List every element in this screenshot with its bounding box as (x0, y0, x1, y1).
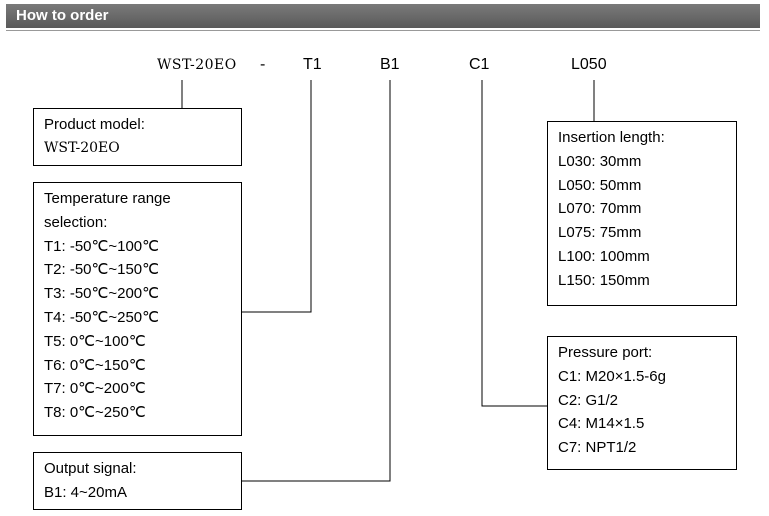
temperature-option: T8: 0℃~250℃ (44, 404, 146, 422)
temperature-option: T6: 0℃~150℃ (44, 356, 146, 374)
section-title: How to order (16, 7, 109, 24)
temperature-option: T4: -50℃~250℃ (44, 308, 159, 326)
connector-port (481, 80, 547, 407)
temperature-option: T3: -50℃~200℃ (44, 285, 159, 303)
code-port: C1 (469, 56, 490, 73)
product-model-box: Product model: WST-20EO (33, 108, 242, 166)
insertion-length-option: L150: 150mm (558, 271, 650, 289)
temperature-title-line1: Temperature range (44, 190, 171, 207)
insertion-length-title: Insertion length: (558, 129, 665, 146)
temperature-option: T2: -50℃~150℃ (44, 261, 159, 279)
pressure-port-option: C7: NPT1/2 (558, 439, 637, 457)
connector-temperature (242, 80, 312, 313)
header-divider (6, 30, 760, 31)
code-model: WST-20EO (157, 57, 237, 73)
code-output: B1 (380, 56, 400, 73)
temperature-title-line2: selection: (44, 213, 108, 231)
product-model-value: WST-20EO (44, 139, 120, 156)
insertion-length-option: L030: 30mm (558, 152, 642, 170)
product-model-title: Product model: (44, 116, 145, 133)
pressure-port-title: Pressure port: (558, 344, 653, 361)
output-signal-option: B1: 4~20mA (44, 483, 127, 501)
temperature-range-box: Temperature range selection: T1: -50℃~10… (33, 182, 242, 436)
output-signal-title: Output signal: (44, 460, 137, 477)
temperature-option: T1: -50℃~100℃ (44, 237, 159, 255)
insertion-length-option: L100: 100mm (558, 247, 650, 265)
output-signal-box: Output signal: B1: 4~20mA (33, 452, 242, 510)
insertion-length-option: L075: 75mm (558, 224, 642, 242)
temperature-option: T5: 0℃~100℃ (44, 332, 146, 350)
code-temperature: T1 (303, 56, 322, 73)
insertion-length-option: L050: 50mm (558, 176, 642, 194)
pressure-port-option: C4: M14×1.5 (558, 415, 645, 433)
connector-output (242, 80, 391, 482)
insertion-length-box: Insertion length: L030: 30mm L050: 50mm … (547, 121, 737, 306)
pressure-port-option: C1: M20×1.5-6g (558, 367, 666, 385)
code-length: L050 (571, 56, 607, 73)
insertion-length-option: L070: 70mm (558, 200, 642, 218)
code-dash: - (260, 56, 266, 73)
pressure-port-option: C2: G1/2 (558, 391, 619, 409)
temperature-option: T7: 0℃~200℃ (44, 380, 146, 398)
section-header: How to order (6, 4, 760, 28)
pressure-port-box: Pressure port: C1: M20×1.5-6g C2: G1/2 C… (547, 336, 737, 470)
